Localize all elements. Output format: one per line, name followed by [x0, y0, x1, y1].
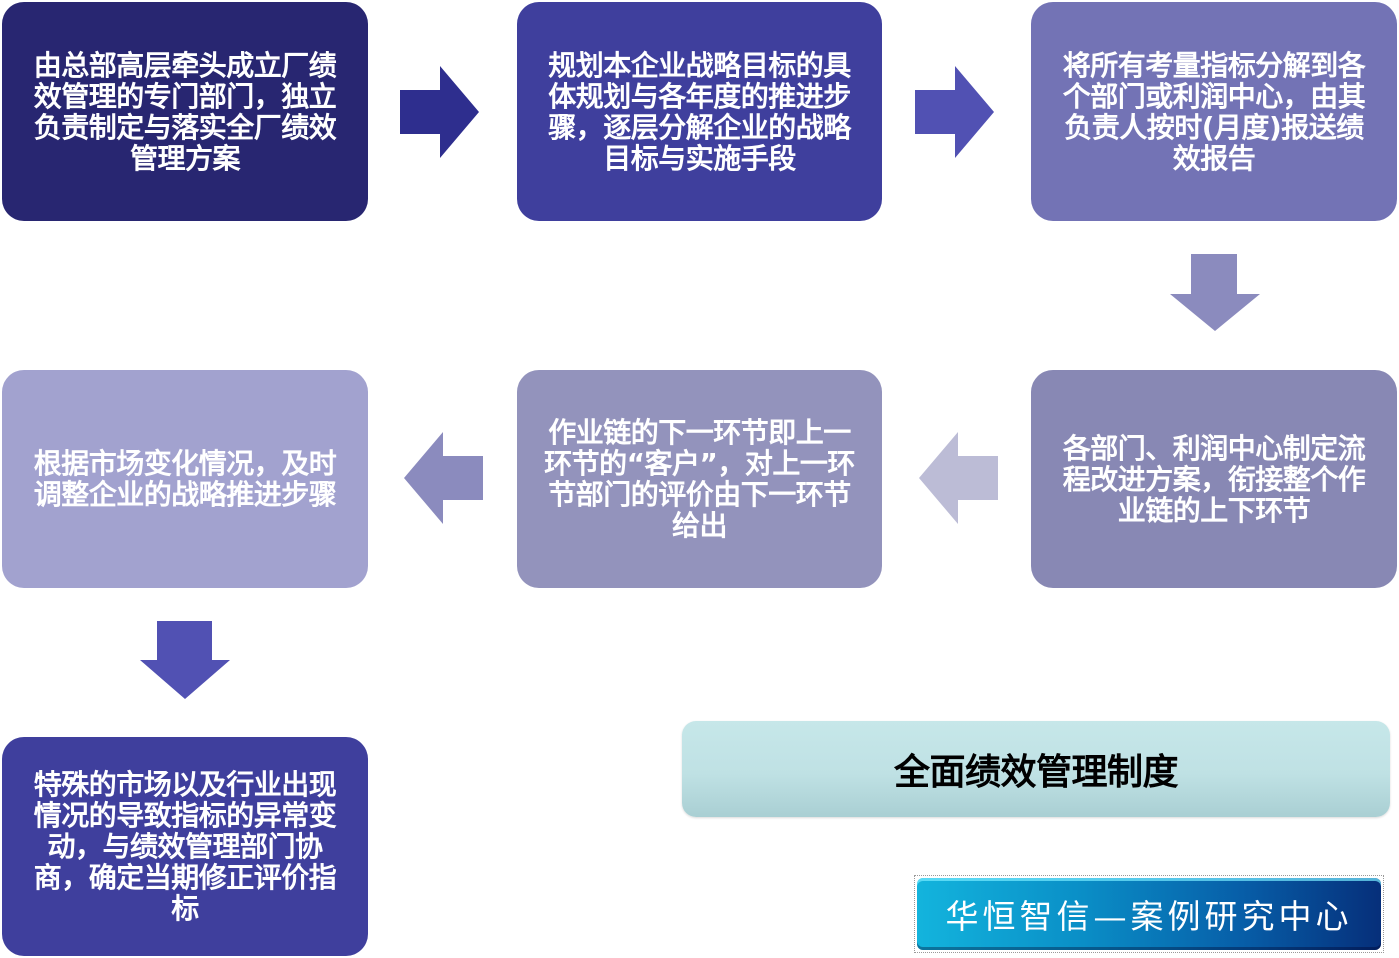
arrow-left-icon [404, 432, 483, 524]
arrow-1-to-2 [400, 66, 479, 158]
step-5-text: 作业链的下一环节即上一环节的“客户”，对上一环节部门的评价由下一环节给出 [544, 416, 855, 542]
summary-banner: 全面绩效管理制度 [682, 721, 1390, 817]
arrow-right-icon [915, 66, 994, 158]
step-7-text: 特殊的市场以及行业出现情况的导致指标的异常变动，与绩效管理部门协商，确定当期修正… [33, 768, 337, 925]
step-6-text: 根据市场变化情况，及时调整企业的战略推进步骤 [33, 447, 337, 511]
brand-logo: 华恒智信—案例研究中心 [914, 875, 1384, 953]
arrow-4-to-5 [919, 432, 998, 524]
summary-title: 全面绩效管理制度 [893, 752, 1179, 793]
arrow-right-icon [400, 66, 479, 158]
step-1-box: 由总部高层牵头成立厂绩效管理的专门部门，独立负责制定与落实全厂绩效管理方案 [2, 2, 368, 221]
arrow-3-to-4 [1170, 254, 1260, 331]
step-5-box: 作业链的下一环节即上一环节的“客户”，对上一环节部门的评价由下一环节给出 [517, 370, 882, 588]
arrow-6-to-7 [140, 621, 230, 699]
arrow-2-to-3 [915, 66, 994, 158]
step-2-text: 规划本企业战略目标的具体规划与各年度的推进步骤，逐层分解企业的战略目标与实施手段 [548, 48, 851, 175]
step-1-text: 由总部高层牵头成立厂绩效管理的专门部门，独立负责制定与落实全厂绩效管理方案 [33, 48, 337, 175]
step-4-box: 各部门、利润中心制定流程改进方案，衔接整个作业链的上下环节 [1031, 370, 1397, 588]
step-3-box: 将所有考量指标分解到各个部门或利润中心，由其负责人按时(月度)报送绩效报告 [1031, 2, 1397, 221]
brand-plate: 华恒智信—案例研究中心 [917, 878, 1381, 950]
step-4-text: 各部门、利润中心制定流程改进方案，衔接整个作业链的上下环节 [1062, 431, 1366, 527]
arrow-5-to-6 [404, 432, 483, 524]
step-6-box: 根据市场变化情况，及时调整企业的战略推进步骤 [2, 370, 368, 588]
arrow-left-icon [919, 432, 998, 524]
step-7-box: 特殊的市场以及行业出现情况的导致指标的异常变动，与绩效管理部门协商，确定当期修正… [2, 737, 368, 956]
arrow-down-icon [1170, 254, 1260, 331]
brand-text: 华恒智信—案例研究中心 [945, 897, 1353, 936]
step-3-text: 将所有考量指标分解到各个部门或利润中心，由其负责人按时(月度)报送绩效报告 [1062, 48, 1366, 175]
arrow-down-icon [140, 621, 230, 699]
step-2-box: 规划本企业战略目标的具体规划与各年度的推进步骤，逐层分解企业的战略目标与实施手段 [517, 2, 882, 221]
